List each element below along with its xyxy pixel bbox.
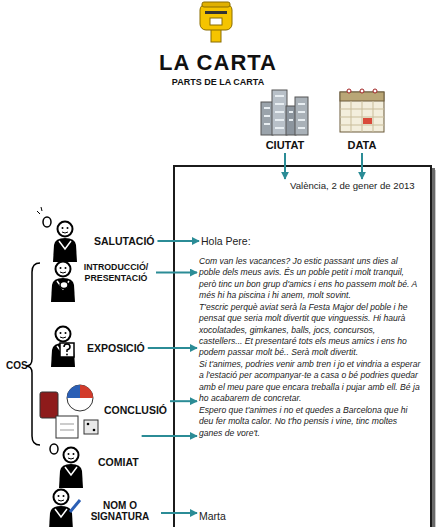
calendar-ring [360, 89, 364, 93]
question-box [60, 343, 74, 357]
waving-hand [50, 444, 58, 454]
question-dot [66, 354, 68, 356]
mailbox-body [200, 4, 232, 30]
letter-sheet: València, 2 de gener de 2013Hola Pere: Co… [173, 165, 432, 527]
clock [67, 385, 93, 411]
node-text: DATA [339, 139, 385, 151]
chest-hand [60, 282, 68, 289]
diagram-title: LA CARTA [0, 51, 436, 75]
calendar-grid [340, 101, 384, 132]
node-text: T'escric perquè aviat serà la Festa Majo… [199, 302, 421, 358]
part-label: COMIAT [98, 456, 139, 468]
mailbox-lid [202, 2, 230, 7]
node-text: Si t'animes, podries venir amb tren i jo… [199, 359, 421, 404]
node-text: SALUTACIÓ [94, 235, 154, 247]
part-label: CONCLUSIÓ [104, 404, 167, 416]
question-mark [64, 344, 70, 352]
node-text: INTRODUCCIÓ/ PRESENTACIÓ [79, 262, 153, 283]
wave-lines [37, 207, 42, 214]
building-windows [264, 96, 305, 128]
node-text: EXPOSICIÓ [87, 342, 145, 354]
waving-hand [43, 217, 51, 227]
dice-dot [93, 429, 96, 432]
person-pictogram [59, 448, 83, 489]
letter-date: València, 2 de gener de 2013 [290, 180, 415, 191]
letter-signature: Marta [199, 510, 226, 522]
person-pictogram [51, 327, 75, 368]
conclusion-pictogram [40, 385, 98, 438]
part-label: NOM O SIGNATURA [82, 500, 158, 522]
letter-paragraph: Espero que t'animes i no et quedes a Bar… [199, 405, 421, 439]
calendar-ring [373, 89, 377, 93]
greeting-pictogram [37, 207, 77, 262]
letter-paragraph: Com van les vacances? Jo estic passant u… [199, 256, 421, 301]
mailbox-slot [205, 11, 227, 14]
part-label: SALUTACIÓ [94, 235, 154, 247]
node-text: Espero que t'animes i no et quedes a Bar… [199, 405, 421, 439]
card [40, 392, 58, 418]
farewell-pictogram [50, 444, 83, 488]
subtitle-label: PARTS DE LA CARTA [0, 77, 436, 87]
city-icon [261, 90, 308, 135]
part-label: EXPOSICIÓ [87, 342, 145, 354]
person-pictogram [53, 222, 77, 263]
building [295, 97, 308, 135]
node-text: CONCLUSIÓ [104, 404, 167, 416]
node-text: Hola Pere: [201, 235, 251, 247]
node-text: Com van les vacances? Jo estic passant u… [199, 256, 421, 301]
building [261, 102, 273, 135]
small-calendar [56, 416, 78, 438]
dice-dot [87, 423, 90, 426]
calendar-mark [363, 118, 372, 124]
letter-greeting: Hola Pere: [201, 235, 251, 247]
calendar-lines [60, 424, 74, 430]
letter-paragraph: T'escric perquè aviat serà la Festa Majo… [199, 302, 421, 358]
node-text: NOM O SIGNATURA [82, 500, 158, 522]
clock-sector [67, 385, 80, 398]
clock-sector [80, 385, 93, 398]
mailbox-plate [210, 18, 222, 25]
part-label: INTRODUCCIÓ/ PRESENTACIÓ [79, 262, 153, 283]
body-bracket [26, 263, 40, 445]
person-pictogram [51, 262, 75, 303]
introduction-pictogram [51, 262, 75, 303]
node-text: Marta [199, 510, 226, 522]
group-label: COS [6, 360, 28, 372]
icon-label: DATA [339, 139, 385, 151]
node-text: CIUTAT [258, 139, 312, 151]
pen [70, 500, 80, 512]
signature-pictogram [49, 490, 80, 527]
node-text: València, 2 de gener de 2013 [290, 180, 415, 191]
mailbox-icon [200, 2, 232, 42]
calendar-sheet [340, 92, 384, 132]
person-pictogram [49, 490, 73, 527]
letter-paragraph: Si t'animes, podries venir amb tren i jo… [199, 359, 421, 404]
dice [84, 420, 98, 434]
calendar-icon [340, 89, 384, 132]
icon-label: CIUTAT [258, 139, 312, 151]
node-text: COMIAT [98, 456, 139, 468]
calendar-ring [347, 89, 351, 93]
exposition-pictogram [51, 327, 75, 368]
